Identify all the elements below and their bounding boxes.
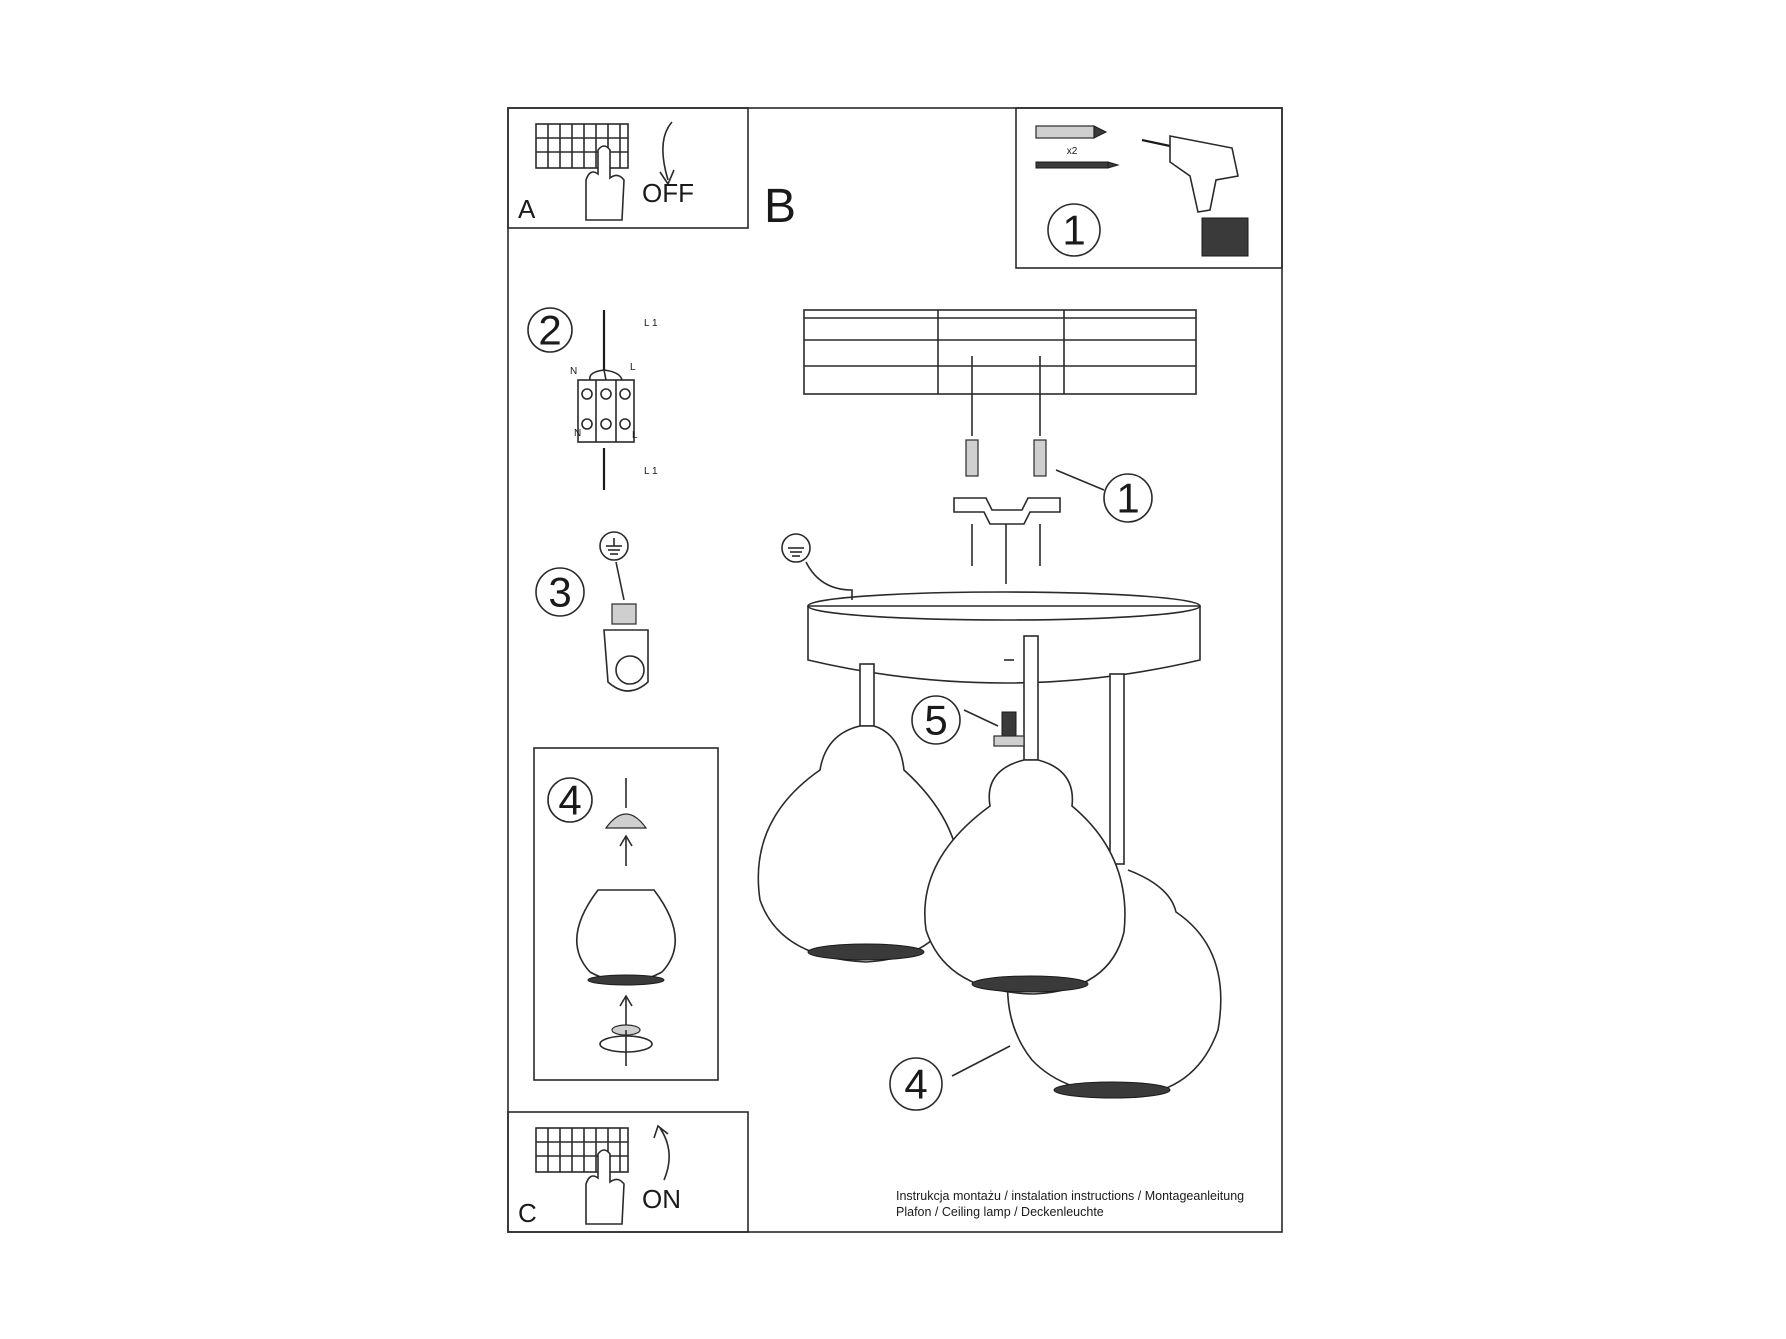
- tools-panel: x2 1: [1015, 107, 1283, 269]
- step-2-number: 2: [538, 307, 561, 354]
- quantity-label: x2: [1067, 146, 1078, 157]
- hand-icon: [585, 1149, 625, 1225]
- circuit-breaker-icon: [535, 1127, 629, 1173]
- step-4-main-number: 4: [904, 1061, 927, 1108]
- panel-a-off-label: OFF: [642, 178, 694, 208]
- drill-icon: [1141, 135, 1249, 257]
- wiring-l-bottom: L: [632, 430, 638, 441]
- earth-icon: [599, 531, 629, 561]
- wiring-l1-bottom: L 1: [644, 466, 658, 477]
- panel-c-letter: C: [518, 1198, 537, 1228]
- wiring-l1-top: L 1: [644, 318, 658, 329]
- hand-icon: [585, 145, 625, 221]
- footer-line-2: Plafon / Ceiling lamp / Deckenleuchte: [896, 1205, 1104, 1219]
- panel-a-power-off: A OFF: [507, 107, 749, 229]
- step-5-number: 5: [924, 697, 947, 744]
- step-1-number: 1: [1062, 207, 1085, 254]
- canopy: [807, 605, 1201, 684]
- earth-terminal-diagram: 3: [535, 531, 649, 692]
- wiring-n-top: N: [570, 366, 577, 377]
- panel-c-power-on: C ON: [507, 1111, 749, 1233]
- arrow-up-icon: [659, 1127, 670, 1181]
- glass-shade-small: [576, 889, 676, 983]
- wiring-n-bottom: N: [574, 428, 581, 439]
- panel-a-letter: A: [518, 194, 536, 224]
- terminal-block: [577, 379, 635, 443]
- step-circle: [1047, 203, 1101, 257]
- step-1-bracket-number: 1: [1116, 475, 1139, 522]
- mounting-bracket: [953, 497, 1061, 525]
- step-4-number: 4: [558, 777, 581, 824]
- step-3-number: 3: [548, 569, 571, 616]
- screw-icon: [1035, 161, 1120, 169]
- wall-plug-icon: [1035, 125, 1108, 139]
- circuit-breaker-icon: [535, 123, 629, 169]
- footer-line-1: Instrukcja montażu / instalation instruc…: [896, 1189, 1244, 1203]
- panel-c-on-label: ON: [642, 1184, 681, 1214]
- wiring-l-top: L: [630, 362, 636, 373]
- main-assembly: 1 5 4: [757, 309, 1222, 1111]
- wiring-diagram: 2 L 1 N L N L L 1: [527, 307, 658, 490]
- shade-detail-panel: 4: [533, 747, 719, 1081]
- panel-b-letter: B: [764, 180, 796, 233]
- ceiling: [803, 309, 1197, 395]
- page-border: [507, 107, 1283, 1233]
- arrow-down-icon: [662, 121, 673, 181]
